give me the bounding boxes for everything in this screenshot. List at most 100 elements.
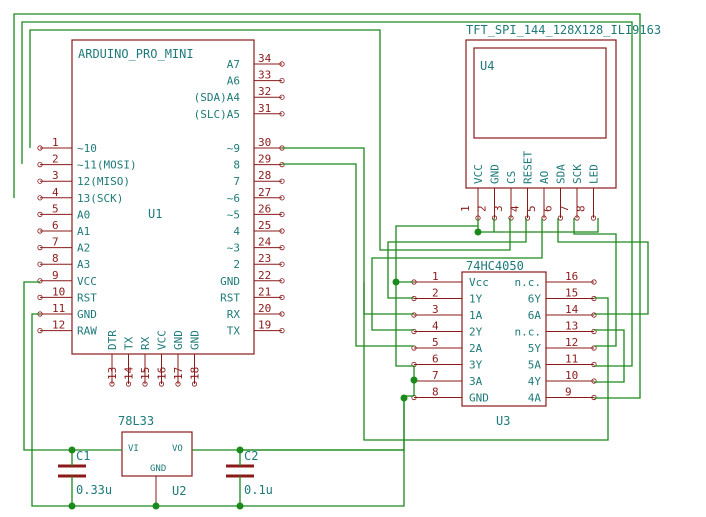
u1-pin-name: 13(SCK) (77, 192, 123, 205)
u1-pin-name: RX (139, 336, 152, 350)
wire-u3-vcc (395, 218, 479, 283)
u1-pin-name: GND (77, 308, 97, 321)
u3-pin-number: 15 (565, 287, 578, 300)
u1-pin-number: 16 (156, 367, 169, 380)
u1-pin-number: 7 (52, 236, 59, 249)
junction-dot (410, 376, 418, 384)
junctions (68, 228, 482, 510)
u1-pin-name: ~5 (227, 208, 240, 221)
u2-ref: U2 (172, 484, 186, 498)
pin-end-circle (279, 111, 285, 117)
wire-pin30 (282, 147, 414, 315)
u1-pin-name: RX (227, 308, 241, 321)
wire-cs (29, 29, 511, 251)
wire-3v3 (240, 395, 414, 451)
u1-pin-number: 25 (258, 219, 271, 232)
u1-pin-name: RST (220, 291, 240, 304)
u1-pin-number: 5 (52, 202, 59, 215)
u1-pin-name: A7 (227, 58, 240, 71)
u3-pin-name: 2A (469, 342, 483, 355)
u3-pin-name: 1Y (469, 293, 483, 306)
u3-pin-name: n.c. (515, 276, 542, 289)
u1-pin-number: 34 (258, 52, 272, 65)
u3-pin-name: 2Y (469, 326, 483, 339)
pin-end-circle (591, 361, 597, 368)
u4-pin-number: 6 (542, 205, 555, 212)
u3-pin-number: 10 (565, 369, 578, 382)
pin-end-circle (574, 215, 580, 221)
u1-pin-number: 2 (52, 153, 59, 166)
pin-end-circle (591, 279, 597, 285)
pin-end-circle (279, 228, 285, 234)
u1-pin-name: (SDA)A4 (194, 91, 241, 104)
u3-pin-name: 4Y (528, 375, 542, 388)
u1-body (71, 39, 255, 355)
wire-u3-3y3a (395, 282, 415, 380)
u4-pin-name: SCK (571, 164, 584, 184)
c2-value: 0.1u (244, 483, 273, 497)
u1-pin-name: ~10 (77, 142, 97, 155)
u3-pin-number: 9 (565, 386, 572, 399)
u3-ref: U3 (496, 414, 510, 428)
junction-dot (400, 394, 408, 402)
u1-pin-name: A1 (77, 225, 90, 238)
pin-end-circle (279, 78, 285, 84)
u1-pin-name: 12(MISO) (77, 175, 130, 188)
u4-pin-number: 5 (525, 205, 538, 212)
pin-end-circle (508, 215, 514, 221)
u4-pin-number: 8 (575, 205, 588, 212)
u1-pin-name: ~6 (227, 192, 240, 205)
u1-pin-name: 2 (233, 258, 240, 271)
u4-pin-name: RESET (522, 151, 535, 184)
u1-pin-name: A0 (77, 208, 90, 221)
pin-end-circle (591, 328, 597, 335)
u1-pin-name: 4 (233, 225, 240, 238)
u3-pin-number: 11 (565, 353, 578, 366)
pin-end-circle (37, 211, 43, 217)
u1-pin-name: A3 (77, 258, 90, 271)
u3-pin-number: 4 (432, 320, 439, 333)
u3-pin-name: 5Y (528, 342, 542, 355)
u1-pin-name: ~3 (227, 242, 240, 255)
u1-pin-number: 15 (139, 367, 152, 380)
u1-pin-name: A6 (227, 75, 240, 88)
u1-pin-number: 19 (258, 319, 271, 332)
u1-pin-name: (SLC)A5 (194, 108, 240, 121)
u1-pin-name: GND (172, 330, 185, 350)
u1-pin-number: 12 (52, 319, 65, 332)
junction-dot (236, 446, 244, 454)
pin-end-circle (524, 215, 531, 221)
u1-pin-name: ~9 (227, 142, 240, 155)
u1-pin-name: ~11(MOSI) (77, 159, 137, 172)
wire-sck-tft (573, 218, 617, 347)
junction-dot (68, 446, 76, 454)
u2-body (121, 431, 193, 477)
wire-4y-5y (594, 329, 625, 383)
wire-reset (387, 218, 527, 299)
u1-pin-number: 11 (52, 302, 65, 315)
u4-body (465, 39, 617, 189)
junction-dot (474, 228, 482, 236)
u1-value: ARDUINO_PRO_MINI (78, 47, 194, 61)
u1-pin-number: 20 (258, 302, 271, 315)
pin-end-circle (279, 245, 285, 251)
u3-pin-name: 4A (528, 392, 542, 405)
pin-end-circle (109, 381, 115, 387)
u3-pin-number: 7 (432, 369, 439, 382)
u3-pin-name: 1A (469, 309, 483, 322)
u2-regulator-78l33: 78L33 VI VO GND U2 (118, 414, 193, 506)
pin-end-circle (279, 195, 285, 201)
pin-end-circle (279, 311, 285, 317)
pin-end-circle (37, 261, 43, 267)
u4-pin-name: LED (588, 164, 601, 184)
u3-pin-number: 13 (565, 320, 578, 333)
u3-pin-name: 5A (528, 359, 542, 372)
wire-sda (557, 218, 649, 315)
u4-pin-name: VCC (472, 164, 485, 184)
u1-pin-name: 8 (233, 159, 240, 172)
